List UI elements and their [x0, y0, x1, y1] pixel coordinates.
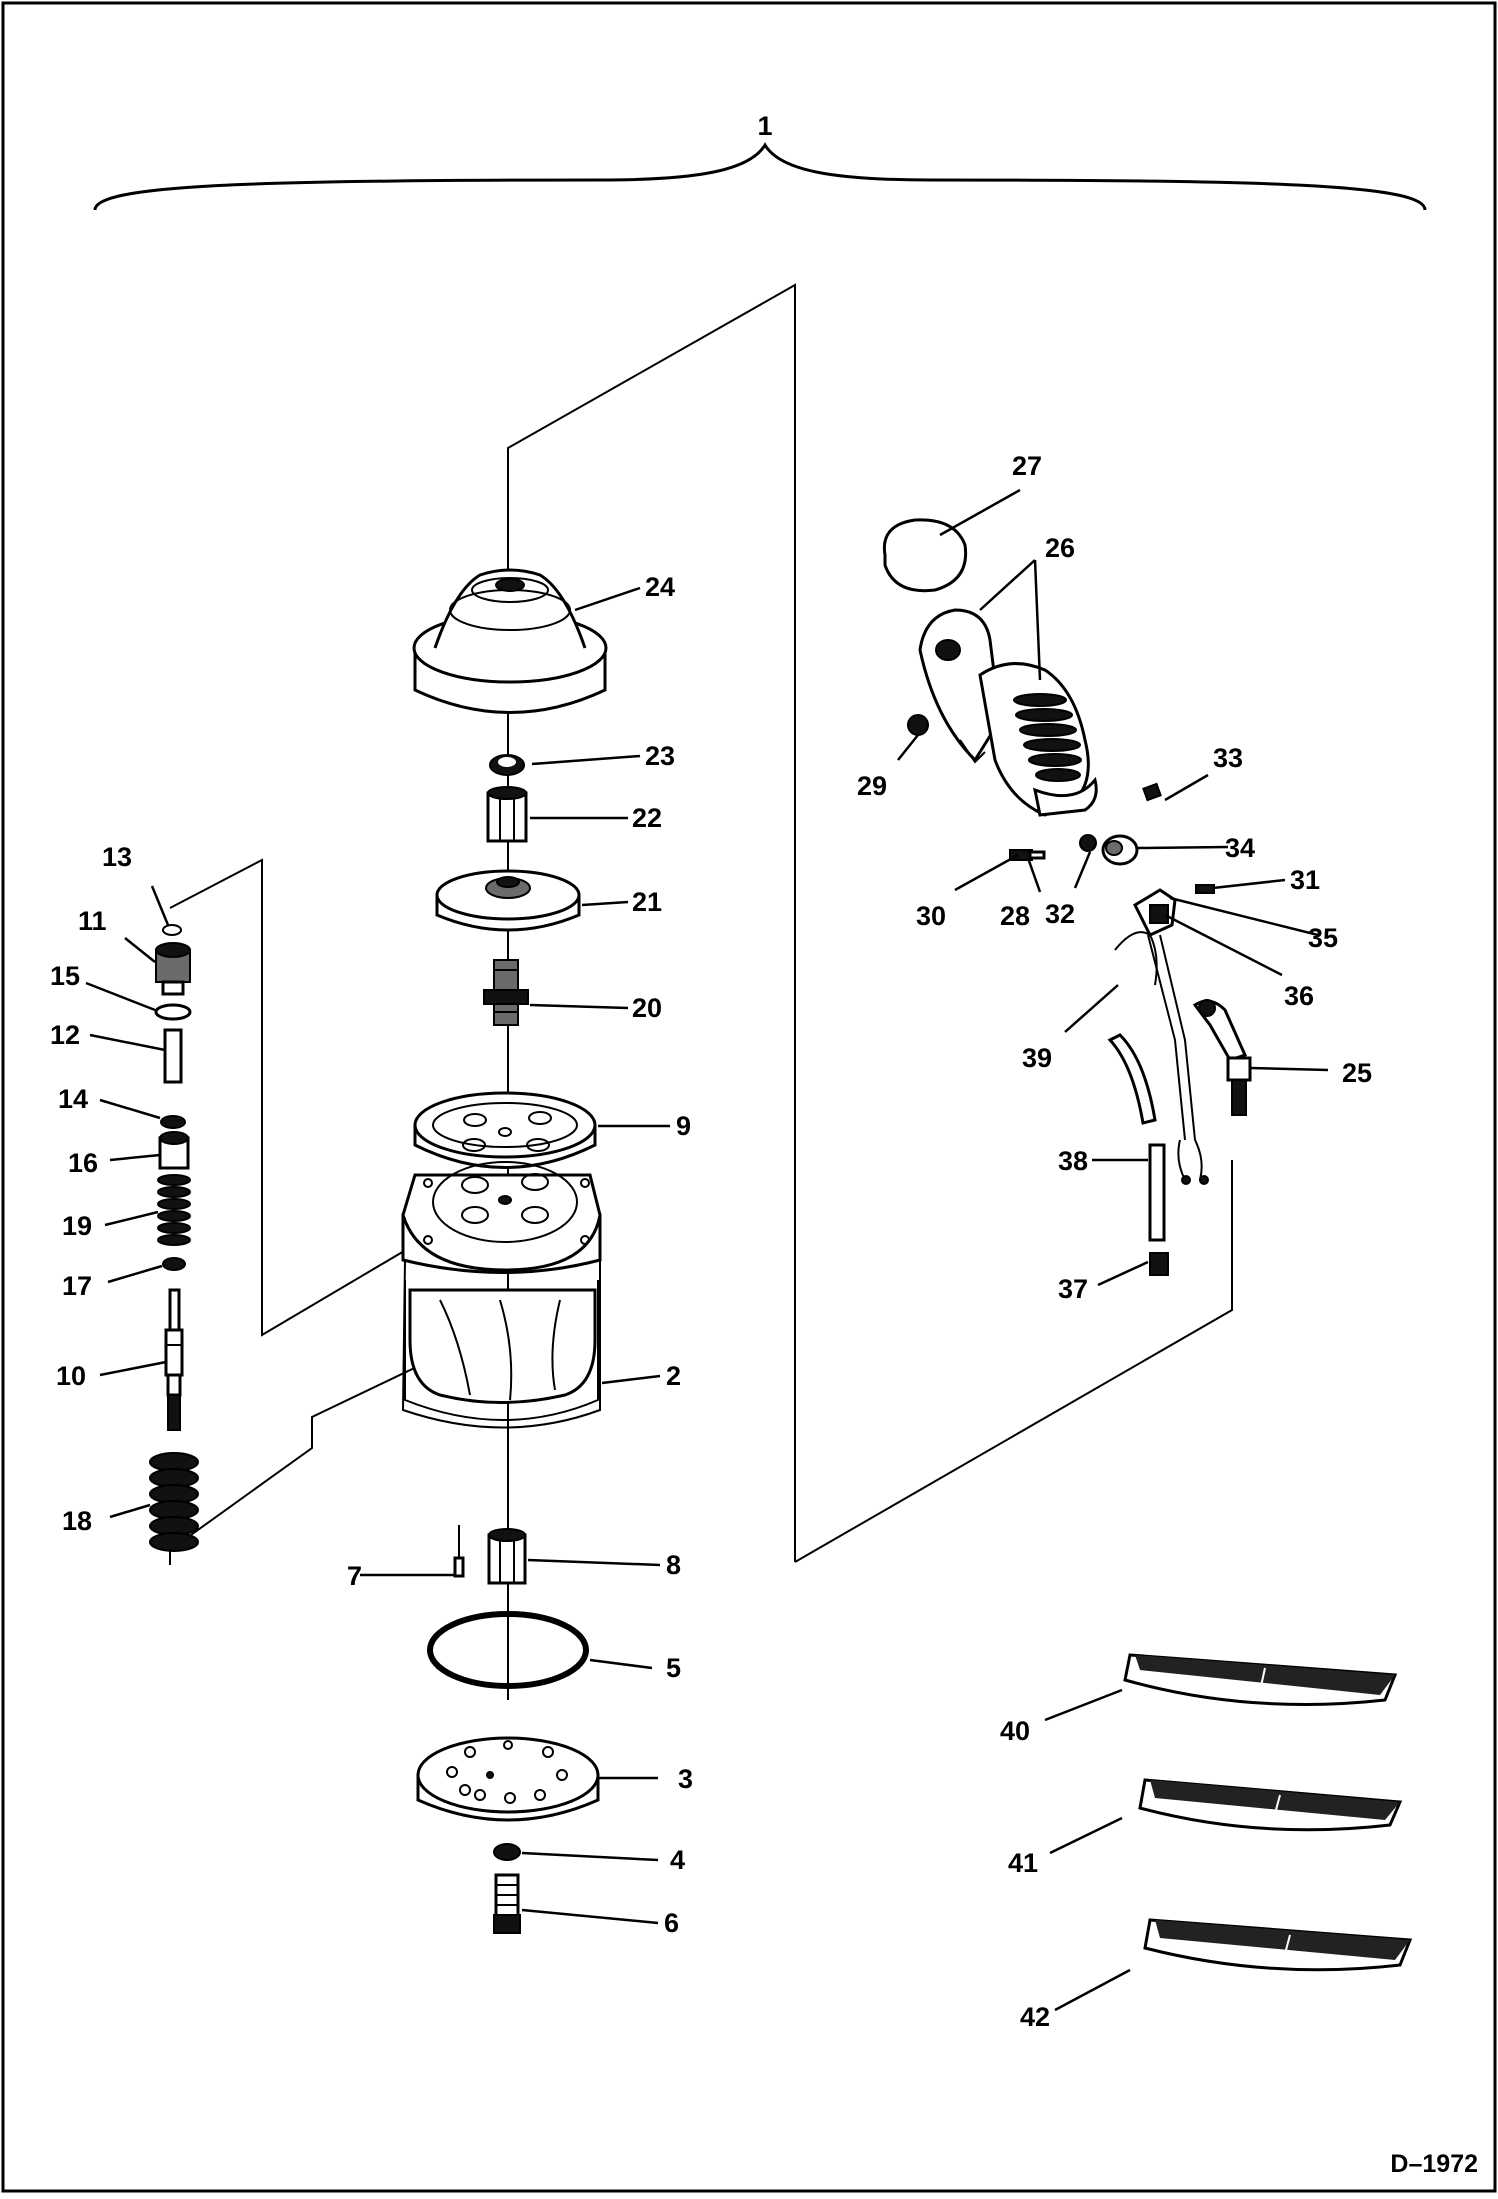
- valve-body: [401, 1161, 602, 1429]
- callout-11: 11: [78, 906, 107, 936]
- callout-4: 4: [670, 1845, 685, 1875]
- left-plunger-stack: [149, 924, 199, 1552]
- bolt: [493, 1873, 521, 1934]
- pin: [453, 1525, 465, 1578]
- callout-33: 33: [1213, 743, 1243, 773]
- decal-40: [1123, 1653, 1398, 1706]
- plate: [435, 869, 581, 932]
- leader-lines: [85, 488, 1329, 2012]
- callout-24: 24: [645, 572, 675, 602]
- detent-ball: [907, 714, 929, 736]
- callout-30: 30: [916, 901, 946, 931]
- assembly-line-right: [507, 283, 796, 1562]
- base-plate: [416, 1736, 600, 1822]
- assembly-line-handle: [794, 1160, 1233, 1563]
- boot: [412, 568, 608, 714]
- callout-9: 9: [676, 1111, 691, 1141]
- callout-6: 6: [664, 1908, 679, 1938]
- callout-35: 35: [1308, 923, 1338, 953]
- callout-40: 40: [1000, 1716, 1030, 1746]
- callout-14: 14: [58, 1084, 88, 1114]
- callout-12: 12: [50, 1020, 80, 1050]
- callout-34: 34: [1225, 833, 1255, 863]
- decal-41: [1138, 1778, 1403, 1832]
- callout-20: 20: [632, 993, 662, 1023]
- callout-2: 2: [666, 1361, 681, 1391]
- callout-7: 7: [347, 1561, 362, 1591]
- callout-23: 23: [645, 741, 675, 771]
- callout-36: 36: [1284, 981, 1314, 1011]
- callout-18: 18: [62, 1506, 92, 1536]
- callout-22: 22: [632, 803, 662, 833]
- callout-41: 41: [1008, 1848, 1038, 1878]
- cam-plate: [413, 1091, 597, 1169]
- callout-labels: 1 24 23 22 21 20 9 2 8 7 5 3 4 6 13 11 1…: [50, 111, 1478, 2178]
- callout-17: 17: [62, 1271, 92, 1301]
- callout-27: 27: [1012, 451, 1042, 481]
- sleeve-tube: [1148, 1143, 1166, 1242]
- coupling: [486, 786, 528, 843]
- assembly-number: 1: [757, 111, 772, 141]
- assembly-line-left-upper: [169, 858, 466, 1337]
- callout-10: 10: [56, 1361, 86, 1391]
- callout-8: 8: [666, 1550, 681, 1580]
- callout-5: 5: [666, 1653, 681, 1683]
- callout-28: 28: [1000, 901, 1030, 931]
- callout-37: 37: [1058, 1274, 1088, 1304]
- callout-25: 25: [1342, 1058, 1372, 1088]
- callout-15: 15: [50, 961, 80, 991]
- callout-21: 21: [632, 887, 662, 917]
- callout-3: 3: [678, 1764, 693, 1794]
- drawing-number: D–1972: [1390, 2150, 1478, 2178]
- callout-16: 16: [68, 1148, 98, 1178]
- handle-cap: [882, 518, 968, 593]
- lower-coupling: [487, 1528, 527, 1585]
- callout-26: 26: [1045, 533, 1075, 563]
- assembly-brace: [93, 142, 1427, 211]
- callout-42: 42: [1020, 2002, 1050, 2032]
- nut: [489, 754, 525, 776]
- handle-assembly: [882, 518, 1252, 1276]
- callout-39: 39: [1022, 1043, 1052, 1073]
- callout-13: 13: [102, 842, 132, 872]
- universal-joint: [483, 959, 529, 1026]
- assembly-line-left-lower: [169, 1349, 453, 1565]
- decal-42: [1143, 1918, 1413, 1972]
- callout-29: 29: [857, 771, 887, 801]
- callout-19: 19: [62, 1211, 92, 1241]
- callout-38: 38: [1058, 1146, 1088, 1176]
- callout-32: 32: [1045, 899, 1075, 929]
- o-ring: [427, 1611, 589, 1689]
- callout-31: 31: [1290, 865, 1320, 895]
- small-nut: [493, 1843, 521, 1861]
